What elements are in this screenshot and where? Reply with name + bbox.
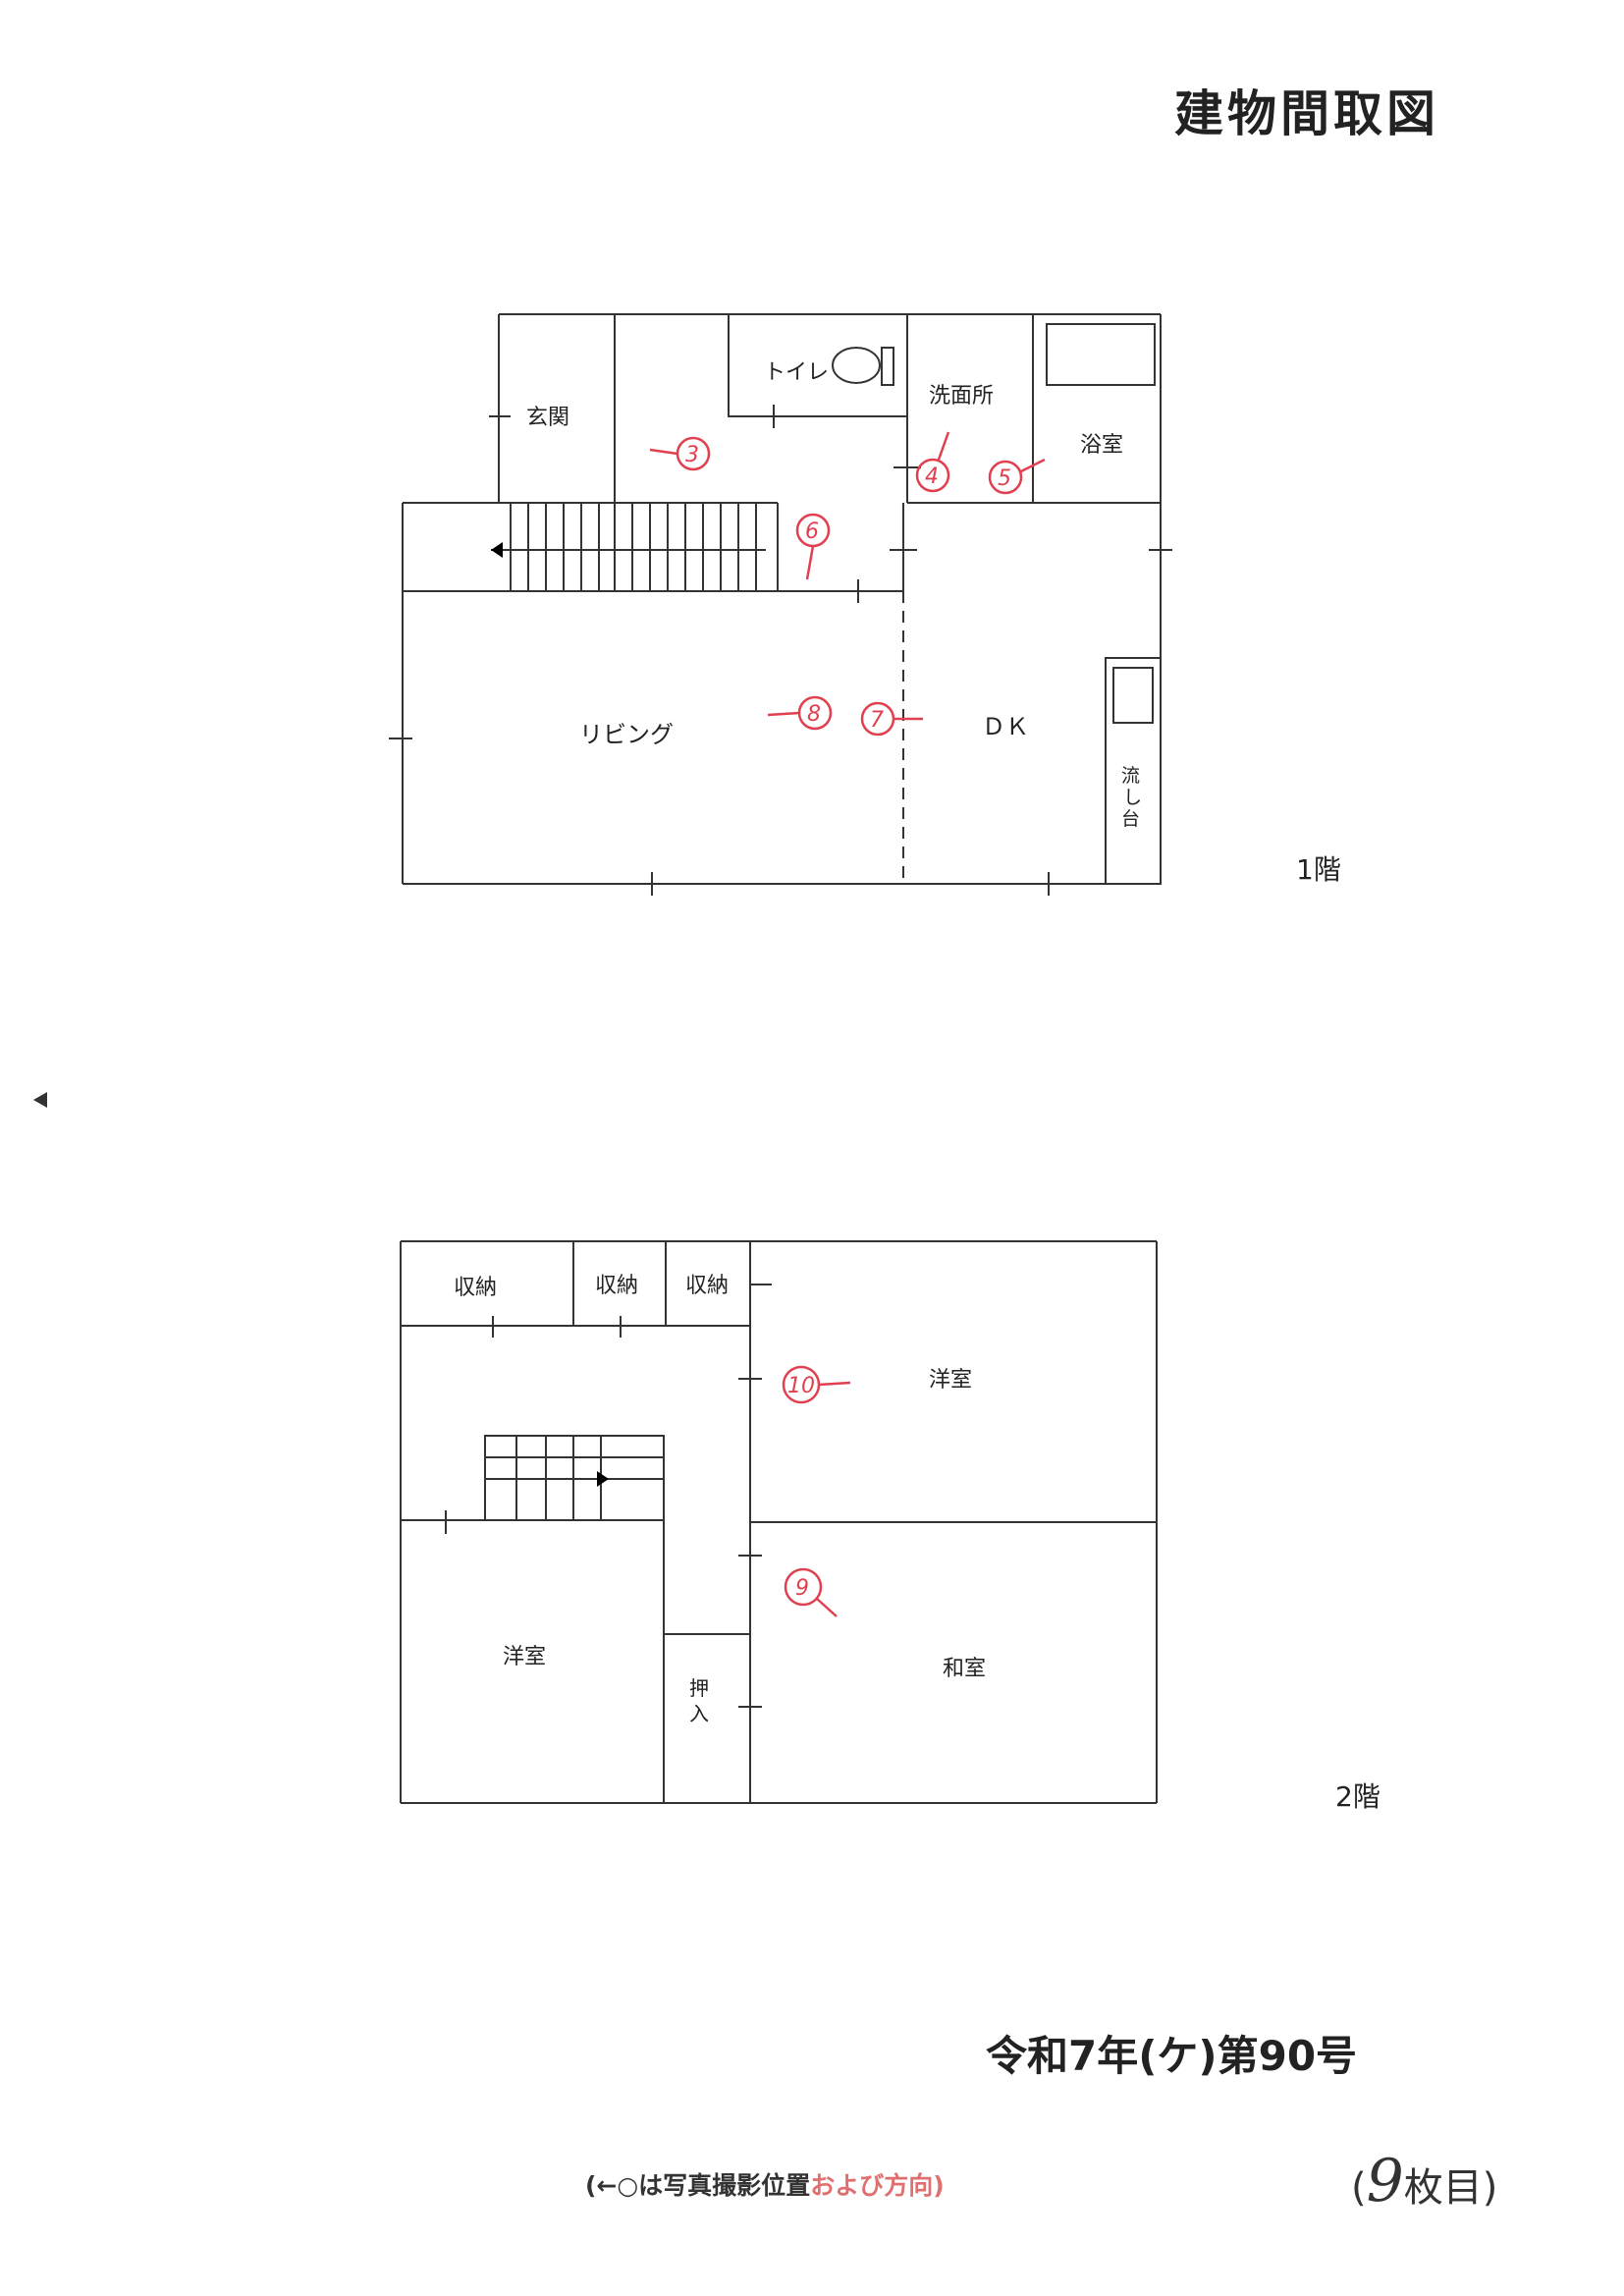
- floor1-label: 1階: [1296, 853, 1341, 886]
- legend-prefix: (←○は写真撮影位置: [585, 2171, 811, 2200]
- marker-4-label: 4: [925, 465, 939, 489]
- marker-10-label: 10: [787, 1374, 815, 1398]
- marker-9-label: 9: [795, 1576, 809, 1601]
- marker-7: 7: [860, 701, 923, 737]
- marker-6-label: 6: [805, 519, 819, 544]
- left-margin-arrow-icon: [33, 1092, 47, 1108]
- room-label-nagashi-3: 台: [1121, 808, 1140, 830]
- sheet-suffix: 枚目): [1403, 2165, 1498, 2211]
- case-number: 令和7年(ケ)第90号: [986, 2032, 1358, 2080]
- marker-10: 10: [782, 1365, 851, 1404]
- room-label-oshiire-2: 入: [689, 1702, 709, 1725]
- room-label-oshiire-1: 押: [689, 1676, 709, 1700]
- room-label-yoshitsu-left: 洋室: [503, 1645, 546, 1669]
- room-label-dk: ＤＫ: [982, 713, 1029, 740]
- room-label-nagashi-2: し: [1123, 787, 1142, 808]
- room-label-toilet: トイレ: [764, 360, 829, 385]
- page-title: 建物間取図: [1174, 85, 1439, 142]
- marker-9: 9: [784, 1567, 838, 1617]
- room-label-shuno-1: 収納: [454, 1276, 497, 1300]
- marker-5-label: 5: [998, 466, 1011, 491]
- photo-legend: (←○は写真撮影位置および方向): [585, 2166, 945, 2202]
- marker-8: 8: [767, 695, 833, 731]
- room-label-yoshitsu-top: 洋室: [929, 1368, 972, 1393]
- room-label-nagashi-1: 流: [1121, 765, 1140, 787]
- room-label-shuno-3: 収納: [685, 1274, 729, 1298]
- legend-suffix: および方向): [810, 2171, 945, 2200]
- room-label-living: リビング: [579, 721, 674, 748]
- marker-6: 6: [795, 513, 831, 580]
- room-label-yokushitsu: 浴室: [1080, 433, 1123, 458]
- marker-4: 4: [915, 431, 950, 493]
- sheet-number-value: 9: [1366, 2147, 1404, 2215]
- room-label-senmen: 洗面所: [929, 384, 994, 409]
- floor2-label: 2階: [1335, 1780, 1380, 1813]
- marker-3: 3: [649, 436, 711, 471]
- marker-8-label: 8: [807, 702, 821, 727]
- marker-3-label: 3: [685, 443, 699, 467]
- marker-5: 5: [988, 458, 1046, 495]
- room-label-washitsu: 和室: [943, 1657, 986, 1681]
- room-label-shuno-2: 収納: [595, 1274, 638, 1298]
- sheet-open: (: [1351, 2165, 1367, 2211]
- marker-7-label: 7: [870, 708, 884, 733]
- room-label-genkan: 玄関: [526, 406, 569, 430]
- sheet-number: (9枚目): [1351, 2147, 1497, 2215]
